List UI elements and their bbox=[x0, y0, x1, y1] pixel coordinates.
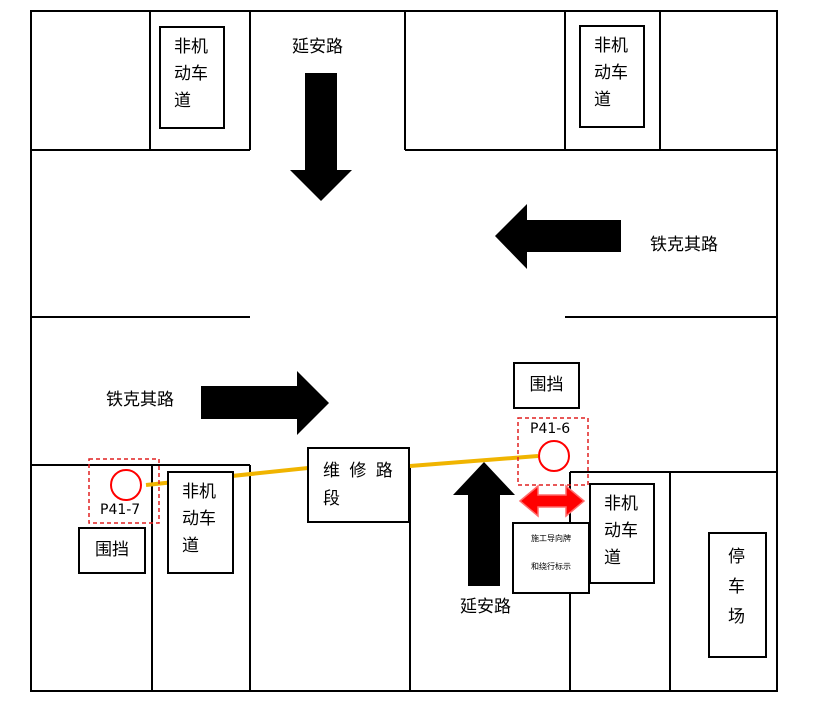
marker-box-p41-7 bbox=[88, 458, 160, 524]
road-label-tieqiji-left: 铁克其路 bbox=[106, 390, 174, 410]
repair-section-box: 维 修 路 段 bbox=[307, 447, 410, 523]
road-label-yanan-top: 延安路 bbox=[292, 37, 343, 57]
fence-label: 围挡 bbox=[529, 375, 564, 395]
arrow-down-icon bbox=[290, 73, 352, 201]
sign-text-line-1: 施工导向牌 bbox=[531, 534, 571, 543]
nonmotor-lane-bottom-right: 非机动车道 bbox=[589, 483, 655, 584]
nonmotor-lane-label: 非机动车道 bbox=[182, 482, 216, 556]
marker-circle-p41-7 bbox=[110, 469, 142, 501]
double-arrow-icon bbox=[518, 484, 586, 518]
point-label-p41-7: P41-7 bbox=[100, 502, 141, 518]
nonmotor-lane-label: 非机动车道 bbox=[604, 494, 638, 568]
road-label-yanan-bottom: 延安路 bbox=[460, 597, 511, 617]
arrow-left-icon bbox=[495, 204, 621, 269]
nonmotor-lane-top-left: 非机动车道 bbox=[159, 26, 225, 129]
fence-label: 围挡 bbox=[95, 540, 129, 560]
point-label-p41-6: P41-6 bbox=[530, 421, 571, 437]
nonmotor-lane-top-right: 非机动车道 bbox=[579, 25, 645, 128]
sign-text-line-2: 和绕行标示 bbox=[531, 562, 571, 571]
road-label-tieqiji-right: 铁克其路 bbox=[650, 235, 718, 255]
construction-sign-box: 施工导向牌 和绕行标示 bbox=[512, 522, 590, 594]
arrow-right-icon bbox=[201, 371, 329, 435]
repair-section-label: 维 修 路 段 bbox=[323, 461, 393, 509]
nonmotor-lane-bottom-left: 非机动车道 bbox=[167, 471, 234, 574]
parking-label: 停车场 bbox=[728, 547, 745, 627]
nonmotor-lane-label: 非机动车道 bbox=[594, 36, 628, 110]
arrow-up-icon bbox=[453, 462, 515, 586]
marker-box-p41-6 bbox=[517, 417, 589, 486]
nonmotor-lane-label: 非机动车道 bbox=[174, 37, 208, 111]
fence-box-left: 围挡 bbox=[78, 527, 146, 574]
marker-circle-p41-6 bbox=[538, 440, 570, 472]
fence-box-right: 围挡 bbox=[513, 362, 580, 409]
parking-box: 停车场 bbox=[708, 532, 767, 658]
